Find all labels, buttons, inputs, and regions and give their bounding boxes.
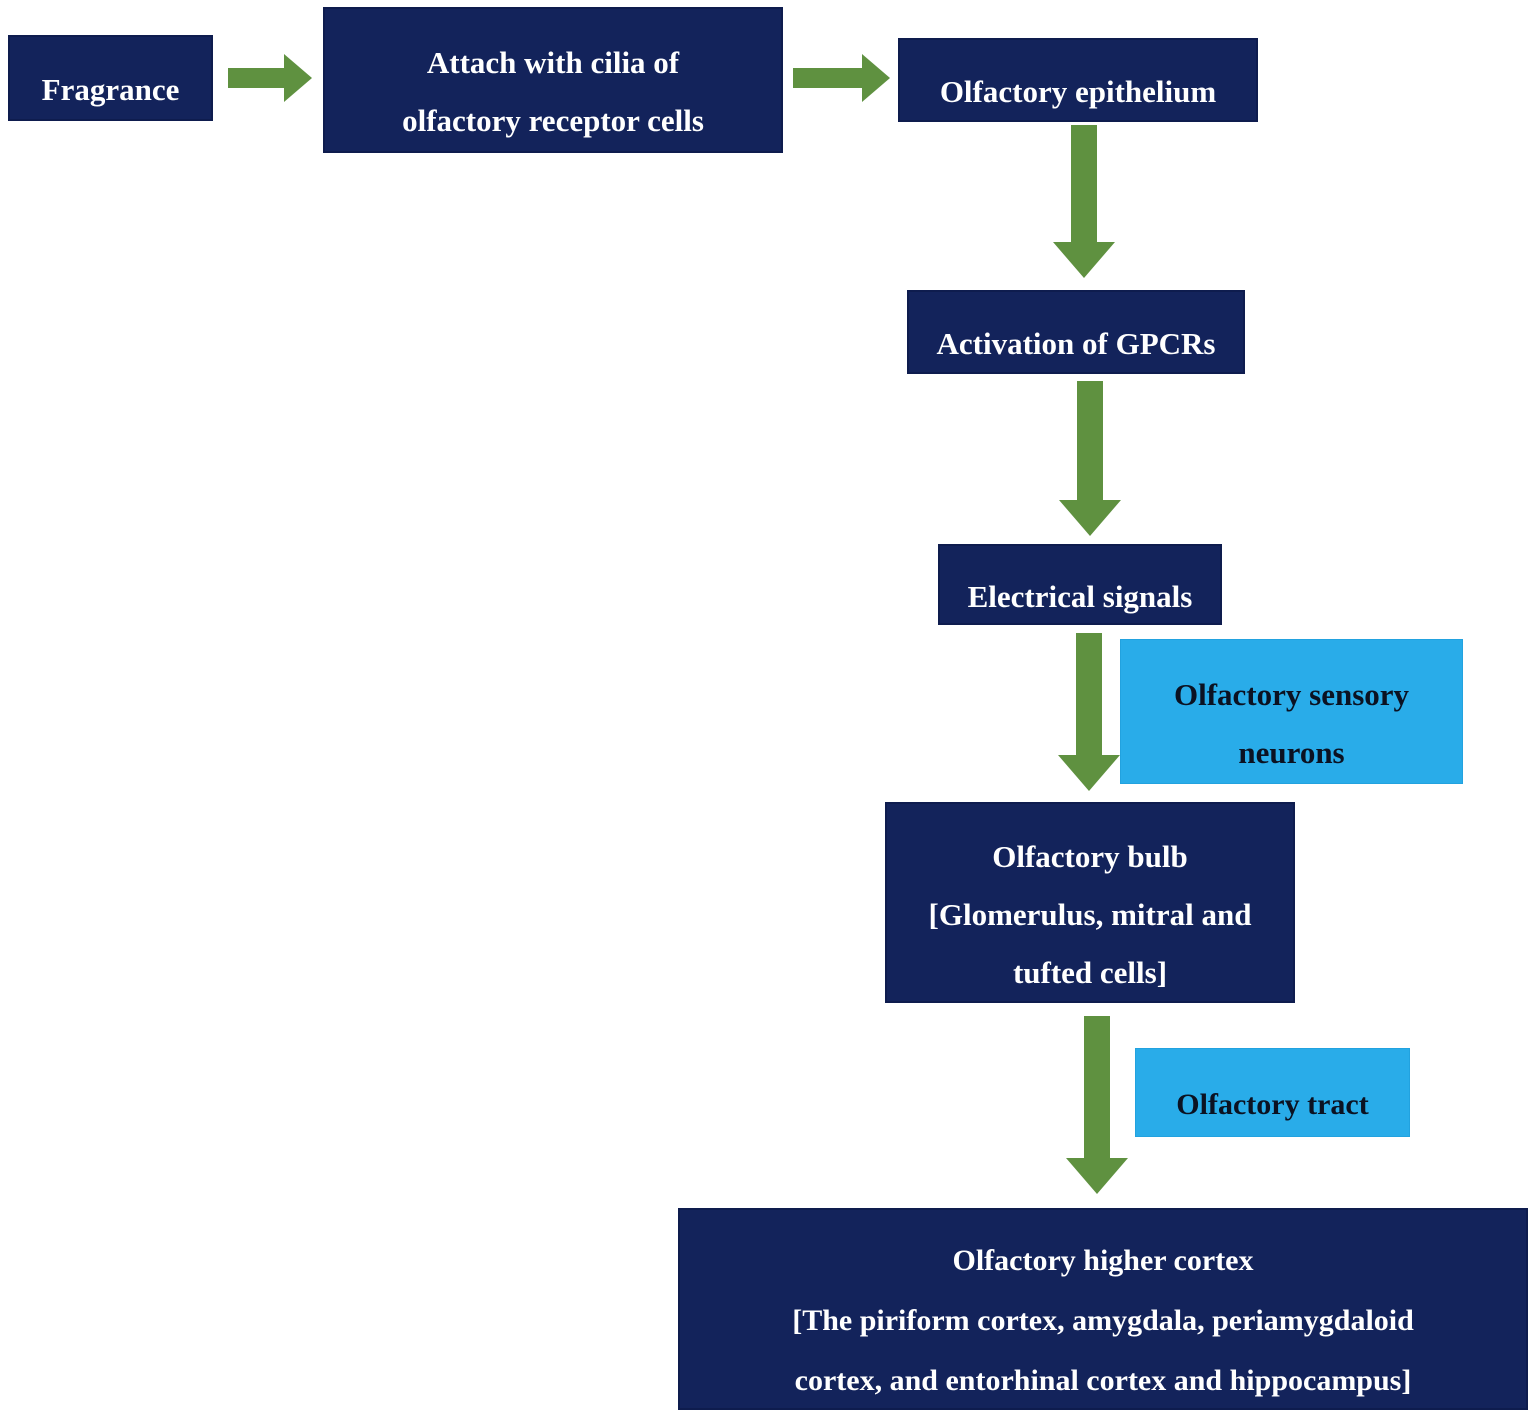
node-attach-line1: Attach with cilia of [426,45,680,80]
node-cortex-line1: Olfactory higher cortex [952,1244,1254,1277]
arrow-stem [1071,125,1097,242]
arrow-head-down-icon [1066,1158,1128,1194]
node-attach-line2: olfactory receptor cells [402,103,704,138]
arrow-gpcr-to-electrical [1059,381,1121,536]
node-fragrance-label: Fragrance [41,72,180,107]
arrow-stem [1077,381,1103,500]
arrow-stem [793,67,862,88]
node-olfactory-bulb: Olfactory bulb [Glomerulus, mitral and t… [885,802,1295,1003]
arrow-stem [228,68,284,88]
node-bulb-line3: tufted cells] [1012,954,1168,990]
arrow-cilia-to-epithelium [793,53,890,102]
node-olfactory-higher-cortex: Olfactory higher cortex [The piriform co… [678,1208,1528,1410]
sensory-label-line1: Olfactory sensory [1173,676,1410,712]
arrow-head-right-icon [284,54,312,102]
node-gpcr-label: Activation of GPCRs [936,326,1216,361]
node-olfactory-epithelium: Olfactory epithelium [898,38,1258,122]
arrow-head-right-icon [862,53,890,102]
arrow-stem [1076,633,1102,755]
node-epithelium-label: Olfactory epithelium [939,74,1217,109]
node-bulb-line1: Olfactory bulb [992,838,1188,874]
sensory-label-line2: neurons [1238,734,1345,770]
arrow-head-down-icon [1053,242,1115,278]
node-cortex-line3: cortex, and entorhinal cortex and hippoc… [794,1364,1412,1397]
edge-label-olfactory-tract: Olfactory tract [1135,1048,1410,1137]
node-electrical-signals: Electrical signals [938,544,1222,625]
node-bulb-line2: [Glomerulus, mitral and [928,896,1252,932]
node-attach-cilia: Attach with cilia of olfactory receptor … [323,7,783,153]
arrow-epithelium-to-gpcr [1053,125,1115,278]
node-activation-gpcrs: Activation of GPCRs [907,290,1245,374]
arrow-head-down-icon [1058,755,1120,791]
arrow-electrical-to-bulb [1058,633,1120,791]
edge-label-olfactory-sensory-neurons: Olfactory sensory neurons [1120,639,1463,784]
node-fragrance: Fragrance [8,35,213,121]
node-electrical-label: Electrical signals [967,578,1193,614]
arrow-bulb-to-cortex [1066,1016,1128,1194]
arrow-fragrance-to-cilia [228,54,312,102]
arrow-stem [1084,1016,1110,1158]
tract-label: Olfactory tract [1176,1087,1369,1121]
arrow-head-down-icon [1059,500,1121,536]
node-cortex-line2: [The piriform cortex, amygdala, periamyg… [792,1304,1414,1337]
